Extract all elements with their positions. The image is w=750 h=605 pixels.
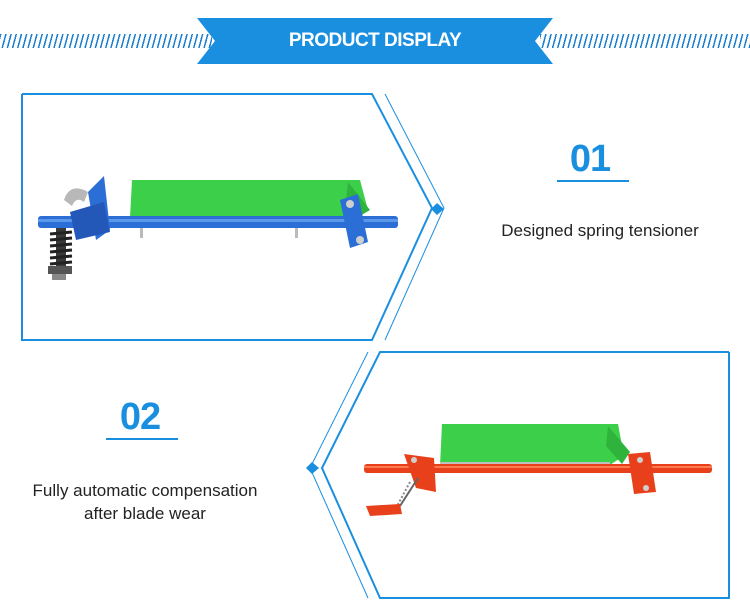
product-image-1 [38, 176, 398, 280]
header-banner: PRODUCT DISPLAY [197, 18, 553, 64]
header-hatch-left [0, 34, 212, 48]
item-1-caption: Designed spring tensioner [501, 221, 699, 240]
item-2-caption-line-2: after blade wear [84, 504, 206, 523]
panel-2-arrow-marker [306, 462, 319, 474]
banner-shape [197, 18, 553, 64]
panel-2-frame [320, 351, 730, 599]
header-hatch-right [540, 34, 750, 48]
panel-1-arrow-marker [431, 203, 444, 215]
item-1-underline [557, 180, 629, 182]
item-1-number: 01 [569, 138, 611, 180]
panel-1-frame-echo [384, 93, 445, 341]
item-2-underline [106, 438, 178, 440]
item-2-number: 02 [119, 396, 161, 438]
panel-1-frame [21, 93, 434, 341]
product-image-2 [364, 424, 712, 516]
banner-title: PRODUCT DISPLAY [288, 30, 462, 51]
item-2-caption-line-1: Fully automatic compensation [32, 481, 258, 500]
